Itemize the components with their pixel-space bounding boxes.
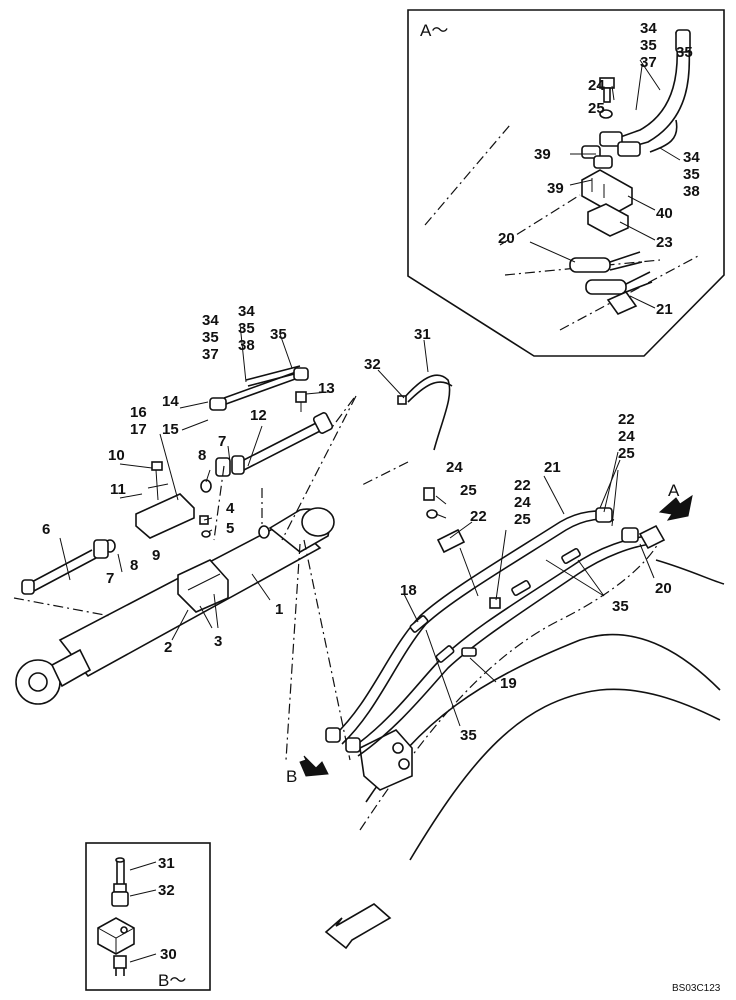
label-1: 1 <box>275 601 283 618</box>
view-b-marker: B <box>286 767 297 786</box>
label-25: 25 <box>618 445 635 462</box>
label-7: 7 <box>218 433 226 450</box>
label-21: 21 <box>544 459 561 476</box>
label-24: 24 <box>446 459 463 476</box>
label-35: 35 <box>612 598 629 615</box>
label-6: 6 <box>42 521 50 538</box>
label-39: 39 <box>534 146 551 163</box>
label-25: 25 <box>588 100 605 117</box>
label-23: 23 <box>656 234 673 251</box>
label-17: 17 <box>130 421 147 438</box>
label-20: 20 <box>655 580 672 597</box>
label-40: 40 <box>656 205 673 222</box>
label-35: 35 <box>460 727 477 744</box>
label-10: 10 <box>108 447 125 464</box>
front-direction-arrow-icon <box>324 903 392 950</box>
label-35: 35 <box>683 166 700 183</box>
label-9: 9 <box>152 547 160 564</box>
label-39: 39 <box>547 180 564 197</box>
detail-b-title: B～ <box>158 971 186 990</box>
detail-a-inset: A～ 34 35 37 35 <box>407 9 725 357</box>
label-20: 20 <box>498 230 515 247</box>
label-35: 35 <box>270 326 287 343</box>
label-35: 35 <box>202 329 219 346</box>
label-8: 8 <box>130 557 138 574</box>
label-24: 24 <box>514 494 531 511</box>
label-22: 22 <box>514 477 531 494</box>
label-16: 16 <box>130 404 147 421</box>
label-14: 14 <box>162 393 179 410</box>
label-24: 24 <box>618 428 635 445</box>
label-35: 35 <box>640 37 657 54</box>
label-15: 15 <box>162 421 179 438</box>
label-31: 31 <box>414 326 431 343</box>
label-2: 2 <box>164 639 172 656</box>
label-4: 4 <box>226 500 235 517</box>
label-35: 35 <box>676 44 693 61</box>
label-13: 13 <box>318 380 335 397</box>
label-22: 22 <box>470 508 487 525</box>
label-18: 18 <box>400 582 417 599</box>
drawing-code: BS03C123 <box>672 983 721 994</box>
label-19: 19 <box>500 675 517 692</box>
view-a-arrow-icon <box>658 494 693 521</box>
label-32: 32 <box>158 882 175 899</box>
label-22: 22 <box>618 411 635 428</box>
label-34: 34 <box>640 20 657 37</box>
label-38: 38 <box>238 337 255 354</box>
label-38: 38 <box>683 183 700 200</box>
label-34: 34 <box>238 303 255 320</box>
label-34: 34 <box>683 149 700 166</box>
label-8: 8 <box>198 447 206 464</box>
view-a-marker: A <box>668 481 680 500</box>
label-30: 30 <box>160 946 177 963</box>
label-21: 21 <box>656 301 673 318</box>
label-35: 35 <box>238 320 255 337</box>
label-34: 34 <box>202 312 219 329</box>
view-b-arrow-icon <box>299 755 329 777</box>
label-3: 3 <box>214 633 222 650</box>
label-37: 37 <box>202 346 219 363</box>
detail-a-title: A～ <box>420 21 448 40</box>
boom-cylinder-assembly: 1 2 3 4 5 6 7 7 8 8 9 10 11 12 13 14 15 … <box>13 303 453 761</box>
label-5: 5 <box>226 520 234 537</box>
label-11: 11 <box>110 481 126 498</box>
label-25: 25 <box>460 482 477 499</box>
label-24: 24 <box>588 77 605 94</box>
label-12: 12 <box>250 407 267 424</box>
label-25: 25 <box>514 511 531 528</box>
label-37: 37 <box>640 54 657 71</box>
label-32: 32 <box>364 356 381 373</box>
label-31: 31 <box>158 855 175 872</box>
detail-b-inset: 31 32 30 B～ <box>85 842 211 991</box>
label-7: 7 <box>106 570 114 587</box>
boom-hose-assembly: 18 19 20 21 22 24 25 24 25 22 22 24 25 3… <box>286 411 725 861</box>
